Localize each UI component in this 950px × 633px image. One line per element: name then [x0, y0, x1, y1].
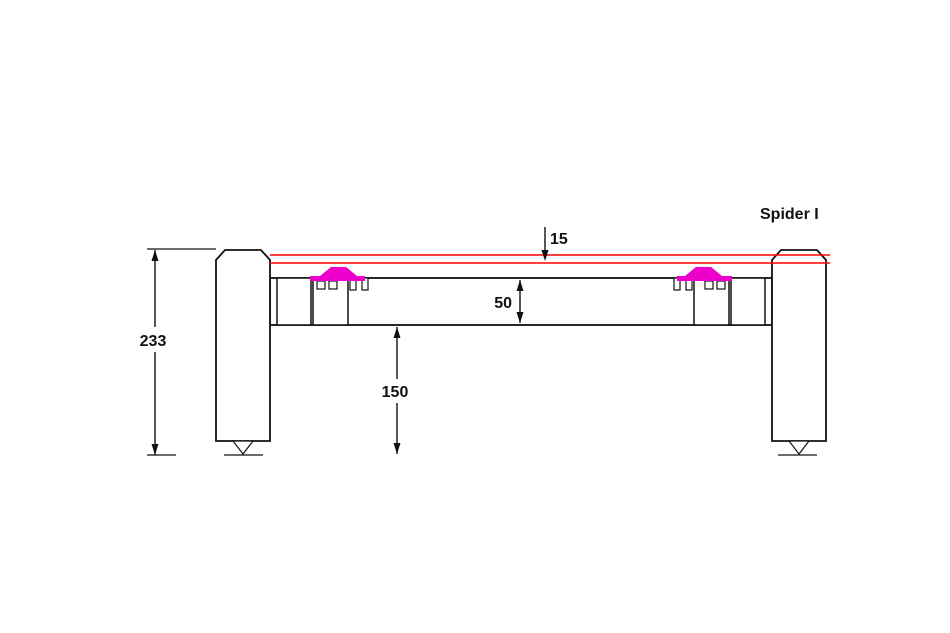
dim-50-arrow-down	[516, 312, 524, 323]
red-reference-lines	[270, 254, 830, 264]
dimension-15-label: 15	[550, 231, 568, 248]
right-bolt-2	[704, 280, 714, 290]
dim-150-arrow-down	[393, 443, 401, 454]
dim-15-arrow-down	[541, 250, 549, 261]
right-column	[771, 249, 827, 456]
left-spike-foot	[231, 440, 255, 455]
right-column-body	[771, 249, 827, 442]
dim-50-arrow-up	[516, 280, 524, 291]
left-support-base	[310, 276, 365, 281]
dimension-overall-height: 233	[131, 248, 216, 456]
left-fitting-assembly	[276, 267, 369, 326]
dim-233-arrow-up	[151, 250, 159, 261]
dimension-233-label: 233	[140, 333, 167, 350]
dim-150-label-bg	[372, 379, 418, 403]
right-fitting-assembly	[673, 267, 766, 326]
dimension-50-label: 50	[494, 295, 512, 312]
right-spike-foot	[787, 440, 811, 455]
dimension-150-label: 150	[382, 384, 409, 401]
left-column	[215, 249, 271, 456]
left-block-outer	[276, 277, 312, 326]
right-bolt-1	[716, 280, 726, 290]
left-bolt-2	[328, 280, 338, 290]
dim-233-arrow-down	[151, 444, 159, 455]
dimension-beam-height: 50	[494, 280, 524, 323]
right-support-base	[677, 276, 732, 281]
left-support-pad	[320, 267, 357, 276]
diagram-title: Spider I	[760, 206, 819, 223]
left-column-body	[215, 249, 271, 442]
right-block-outer	[730, 277, 766, 326]
left-bolt-1	[316, 280, 326, 290]
dimension-top-gap: 15	[541, 227, 568, 261]
dim-150-arrow-up	[393, 327, 401, 338]
dimension-clearance: 150	[372, 327, 418, 454]
right-support-pad	[685, 267, 722, 276]
dim-233-label-bg	[131, 327, 175, 352]
